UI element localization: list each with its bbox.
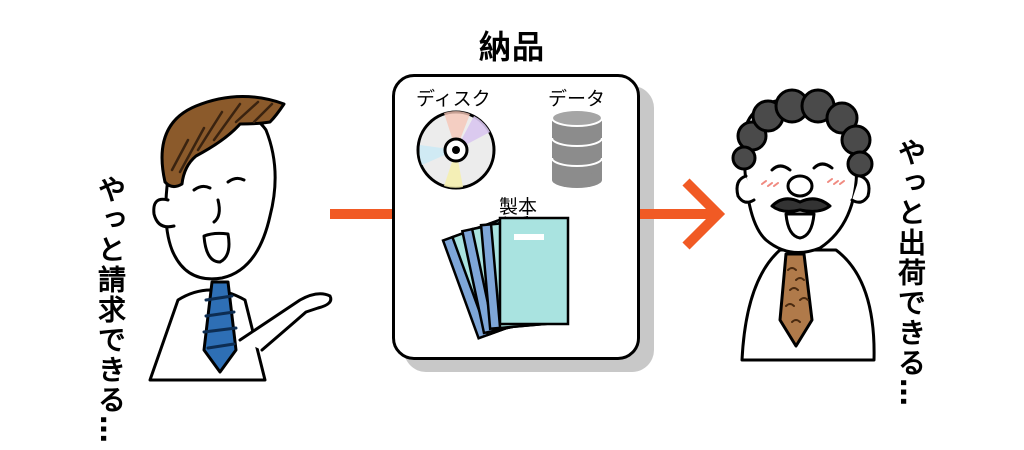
books-icon: [441, 216, 570, 340]
right-arrow-icon: [640, 178, 726, 250]
disc-icon: [416, 110, 496, 190]
left-man-illustration: [148, 95, 333, 382]
database-icon: [551, 109, 603, 188]
right-man-illustration: [731, 88, 876, 362]
diagram-title: 納品: [478, 28, 545, 66]
disc-label: ディスク: [416, 88, 491, 110]
data-label: データ: [548, 88, 606, 110]
right-speech-text: やっと出荷できる…: [894, 138, 927, 408]
left-speech-text: やっと請求できる…: [94, 175, 127, 445]
book-label: 製本: [499, 196, 538, 218]
